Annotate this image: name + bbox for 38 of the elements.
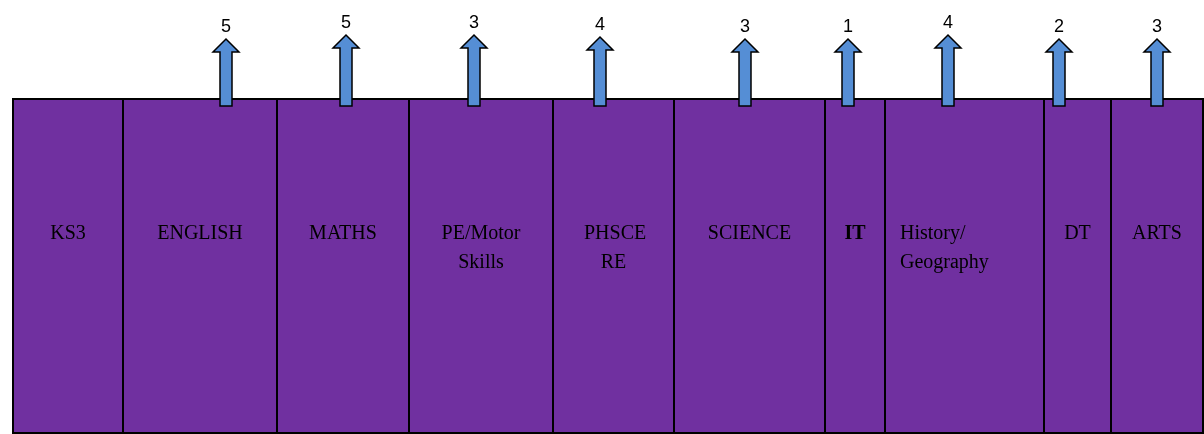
up-arrow: [1142, 37, 1172, 107]
count-label: 5: [336, 12, 356, 32]
count-label: 3: [735, 16, 755, 36]
subject-column: [1043, 98, 1112, 434]
up-arrow: [933, 33, 963, 107]
subject-column: [673, 98, 826, 434]
count-label: 3: [464, 12, 484, 32]
subject-label: History/ Geography: [899, 220, 990, 275]
up-arrow: [730, 37, 760, 107]
up-arrow: [211, 37, 241, 107]
count-label: 2: [1049, 16, 1069, 36]
subject-label: IT: [843, 220, 867, 245]
subject-column: [552, 98, 675, 434]
count-label: 3: [1147, 16, 1167, 36]
subject-label: MATHS: [308, 220, 378, 245]
subject-column: [276, 98, 410, 434]
subject-column: [122, 98, 278, 434]
subject-column: [408, 98, 554, 434]
count-label: 4: [938, 12, 958, 32]
count-label: 5: [216, 16, 236, 36]
subject-label: SCIENCE: [706, 220, 793, 245]
subject-label: PHSCE RE: [583, 220, 648, 274]
count-label: 1: [838, 16, 858, 36]
subject-column: [824, 98, 886, 434]
subject-label: PE/Motor Skills: [440, 220, 522, 274]
subject-column: [884, 98, 1045, 434]
subject-label: ENGLISH: [156, 220, 244, 245]
count-label: 4: [590, 14, 610, 34]
up-arrow: [459, 33, 489, 107]
up-arrow: [1044, 37, 1074, 107]
subject-label: ARTS: [1131, 220, 1183, 245]
subject-label: DT: [1063, 220, 1092, 245]
up-arrow: [833, 37, 863, 107]
subject-column: [12, 98, 124, 434]
up-arrow: [331, 33, 361, 107]
up-arrow: [585, 35, 615, 107]
subject-column: [1110, 98, 1204, 434]
subject-label: KS3: [49, 220, 87, 245]
